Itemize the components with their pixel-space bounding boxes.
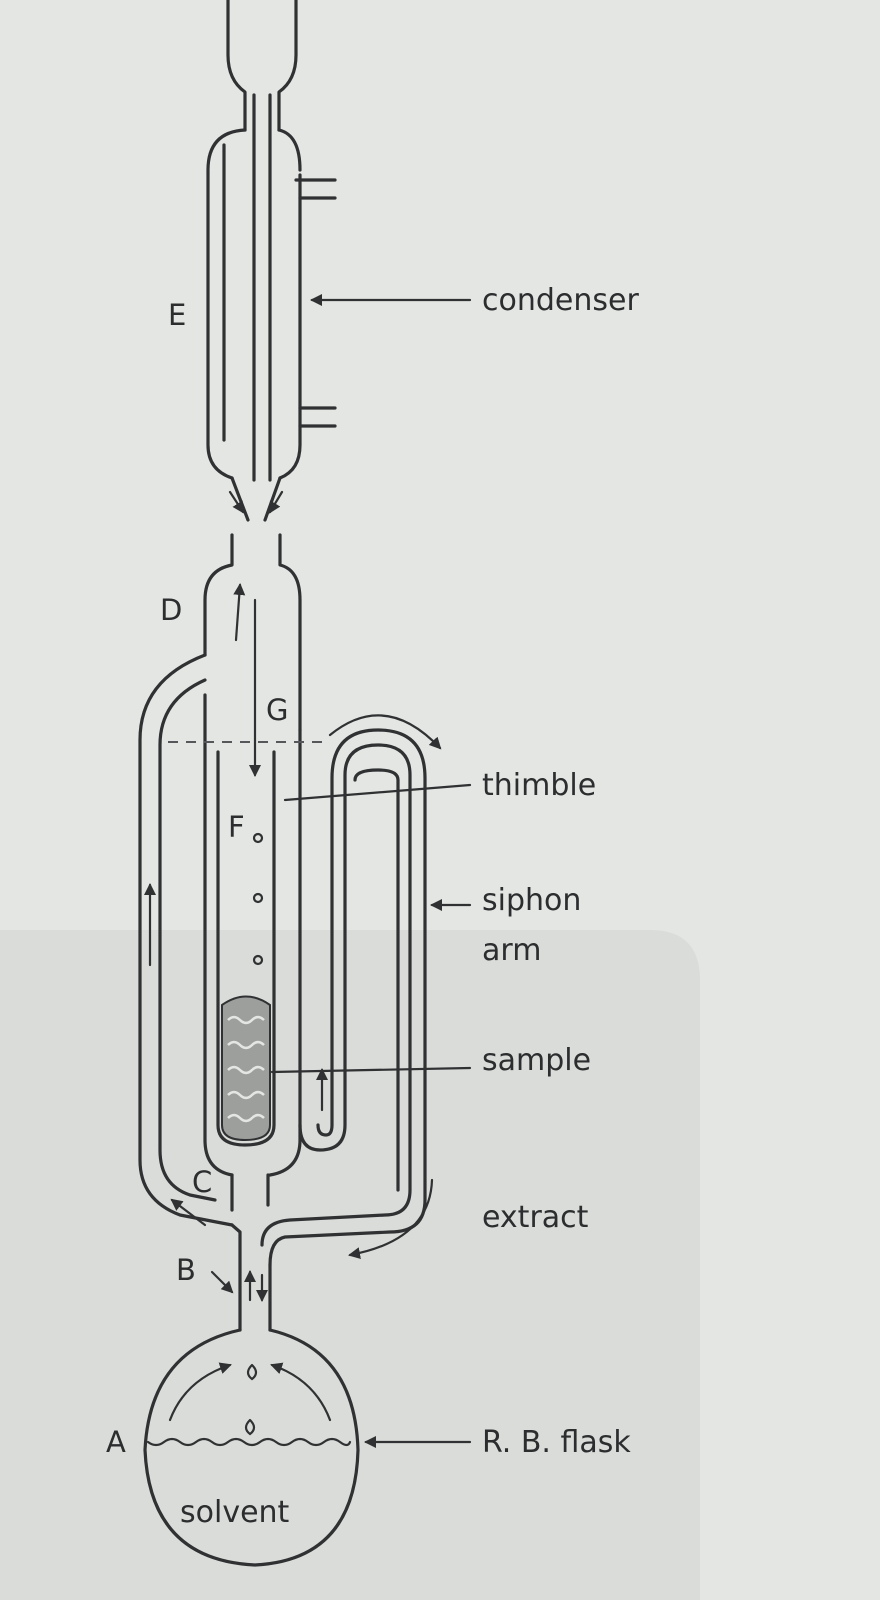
drop — [252, 892, 264, 904]
sample-label: sample — [482, 1043, 591, 1078]
flask-neck — [210, 1223, 272, 1332]
extract-label: extract — [482, 1200, 589, 1235]
sample-solid — [221, 995, 271, 1142]
letter-d: D — [160, 593, 182, 627]
letter-e: E — [168, 298, 186, 332]
drop — [252, 954, 264, 966]
letter-b: B — [176, 1253, 196, 1287]
round-bottom-flask — [143, 1328, 360, 1567]
flow-arrows — [144, 583, 264, 1227]
letter-c: C — [192, 1165, 212, 1199]
solvent-label: solvent — [180, 1495, 290, 1530]
condenser-label: condenser — [482, 283, 639, 318]
siphon-arm-label-line2: arm — [482, 933, 541, 968]
drop — [252, 832, 264, 844]
extraction-chamber — [138, 533, 330, 1227]
letter-a: A — [106, 1425, 126, 1459]
paper-shadow — [0, 930, 700, 1600]
siphon-arm-label-line1: siphon — [482, 883, 581, 918]
thimble-label: thimble — [482, 768, 596, 803]
letter-g: G — [266, 693, 288, 727]
condenser-tube — [206, 0, 337, 522]
letter-f: F — [228, 810, 245, 844]
siphon-tube — [260, 714, 442, 1267]
leader-lines — [270, 294, 472, 1448]
flask-label: R. B. flask — [482, 1425, 631, 1460]
